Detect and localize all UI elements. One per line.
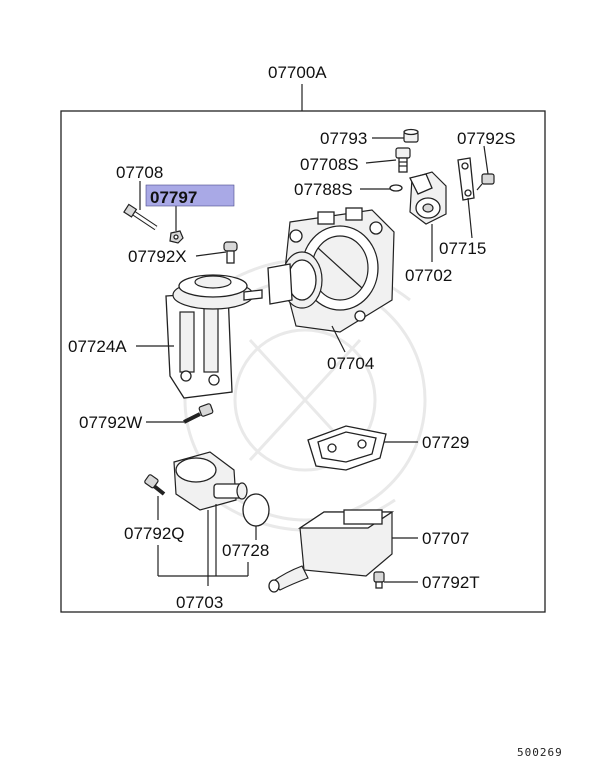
assembly-label[interactable]: 07700A	[268, 63, 327, 82]
diagram-frame	[60, 110, 546, 613]
label-07728[interactable]: 07728	[222, 541, 269, 560]
label-07792Q[interactable]: 07792Q	[124, 524, 185, 543]
part-07792X	[223, 241, 238, 264]
part-07702	[409, 171, 447, 225]
highlight-07797	[145, 184, 235, 207]
label-07707[interactable]: 07707	[422, 529, 469, 548]
diagram-code: 500269	[517, 746, 563, 759]
label-07702[interactable]: 07702	[405, 266, 452, 285]
part-07715	[457, 157, 475, 201]
part-07792W	[183, 403, 214, 424]
label-07729[interactable]: 07729	[422, 433, 469, 452]
part-07704	[267, 207, 395, 333]
part-07724A	[165, 274, 263, 399]
label-07792T[interactable]: 07792T	[422, 573, 480, 592]
part-07793	[403, 128, 419, 143]
part-07708S	[395, 147, 411, 173]
label-07797[interactable]: 07797	[150, 188, 197, 207]
part-07728	[242, 493, 270, 527]
part-07792S	[476, 173, 495, 191]
part-07792T	[373, 571, 385, 589]
part-07797	[169, 230, 184, 244]
label-07793[interactable]: 07793	[320, 129, 367, 148]
label-07704[interactable]: 07704	[327, 354, 374, 373]
part-07703	[173, 451, 248, 511]
label-07788S[interactable]: 07788S	[294, 180, 353, 199]
label-07708[interactable]: 07708	[116, 163, 163, 182]
part-07729	[307, 425, 387, 471]
label-07792S[interactable]: 07792S	[457, 129, 516, 148]
label-07724A[interactable]: 07724A	[68, 337, 127, 356]
label-07715[interactable]: 07715	[439, 239, 486, 258]
label-07708S[interactable]: 07708S	[300, 155, 359, 174]
part-07708	[123, 203, 158, 231]
label-07792W[interactable]: 07792W	[79, 413, 142, 432]
part-07788S	[389, 184, 403, 192]
part-07792Q	[144, 474, 166, 496]
leader-lines	[136, 137, 489, 586]
part-07707	[268, 509, 395, 593]
label-07703[interactable]: 07703	[176, 593, 223, 612]
label-07792X[interactable]: 07792X	[128, 247, 187, 266]
